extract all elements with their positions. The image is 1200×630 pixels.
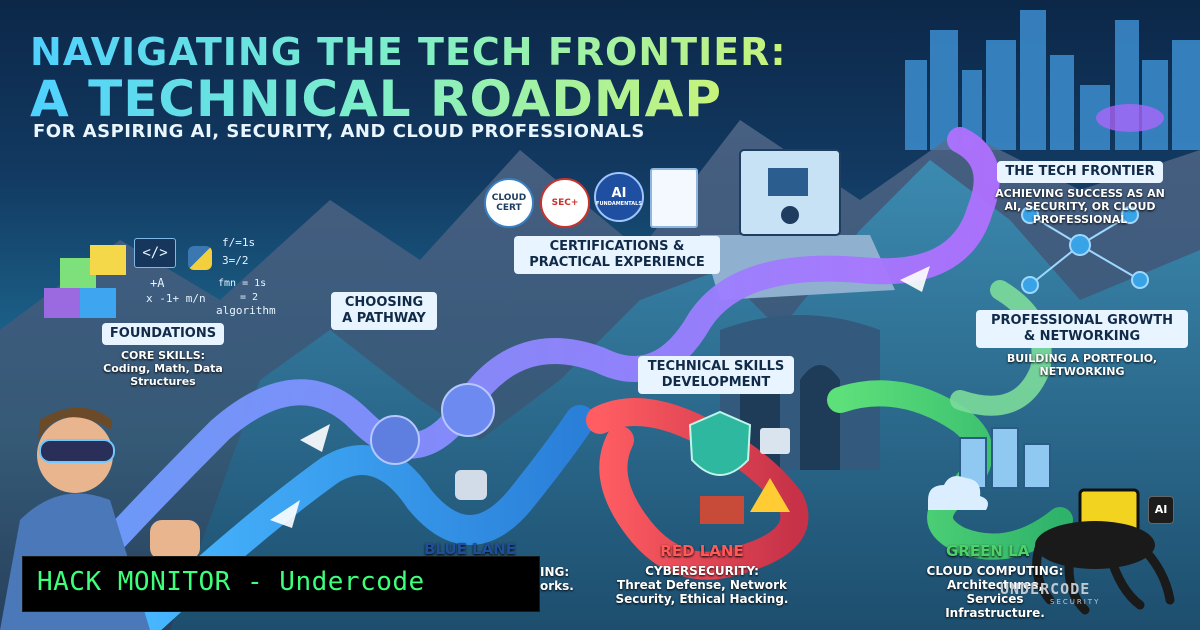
ai-chip-icon: AI [1148,496,1174,524]
technical-skills-title: TECHNICAL SKILLS DEVELOPMENT [638,356,794,394]
tech-frontier-card: THE TECH FRONTIER ACHIEVING SUCCESS AS A… [980,160,1180,226]
green-lane-text-1: CLOUD COMPUTING: [926,564,1064,578]
firewall-icon [700,496,744,524]
red-lane-label: RED LANE CYBERSECURITY: Threat Defense, … [612,542,792,606]
title-line-1: NAVIGATING THE TECH FRONTIER: [30,30,787,74]
ai-badge-sub: FUNDAMENTALS [596,201,642,207]
red-lane-text-2: Threat Defense, Network [617,578,787,592]
professional-growth-card: PROFESSIONAL GROWTH & NETWORKING BUILDIN… [976,310,1188,378]
network-icon [1021,206,1149,294]
formula-1: f/=1s [222,236,256,249]
ai-fundamentals-badge: AI FUNDAMENTALS [594,172,644,222]
dome-building [1096,104,1164,132]
blue-lane-text-1: ING: [540,565,570,579]
cubes-icon [44,245,126,318]
server-icon [959,427,1051,489]
brain-icon [370,415,420,465]
cloud-cert-badge: CLOUD CERT [484,178,534,228]
equation-2: = 2 [240,292,259,303]
banner-text: HACK MONITOR - Undercode [37,567,425,597]
professional-growth-title: PROFESSIONAL GROWTH & NETWORKING [976,310,1188,348]
green-lane-label: GREEN LA CLOUD COMPUTING: Architectures,… [920,542,1070,620]
certificate-icon [650,168,698,228]
algorithm-label: algorithm [216,304,276,317]
blue-lane-text-2: orks. [540,579,574,593]
city-skyline [905,10,1200,150]
undercode-logo-text: UNDERCODE [1000,580,1091,598]
professional-growth-text: BUILDING A PORTFOLIO, NETWORKING [1006,352,1158,378]
red-lane-path [586,398,809,580]
hack-monitor-banner: HACK MONITOR - Undercode [22,556,540,612]
certifications-title: CERTIFICATIONS & PRACTICAL EXPERIENCE [514,236,720,274]
blue-lane-name: BLUE LANE [423,540,517,558]
shield-icon [688,410,752,476]
red-lane-text-3: Security, Ethical Hacking. [615,592,789,606]
monitor-icon [768,168,808,196]
robot-icon [455,470,487,500]
blue-lane-text: ING: orks. [540,565,580,593]
person-icon [781,206,799,224]
green-lane-text-2: Architectures, Services [947,578,1043,606]
foundations-title: FOUNDATIONS [101,323,225,345]
math-2: x -1+ m/n [146,292,206,305]
subtitle: FOR ASPIRING AI, SECURITY, AND CLOUD PRO… [33,121,645,142]
pathway-card: CHOOSING A PATHWAY [330,292,438,330]
blue-lane-path [135,405,595,630]
warning-icon [750,478,790,512]
head-icon [441,383,495,437]
math-1: +A [150,276,165,290]
code-tag-icon: </> [134,238,176,268]
green-lane-name: GREEN LA [946,542,1030,560]
sec-plus-badge: SEC+ [540,178,590,228]
technical-skills-card: TECHNICAL SKILLS DEVELOPMENT [636,356,796,394]
tech-frontier-text: ACHIEVING SUCCESS AS AN AI, SECURITY, OR… [995,187,1165,226]
octopus-mascot [1032,488,1175,615]
cloud-icon [928,476,988,510]
formula-2: 3=/2 [222,254,249,267]
undercode-logo-sub: SECURITY [1050,598,1101,606]
lock-icon [760,428,790,454]
red-lane-name: RED LANE [660,542,744,560]
ai-badge-label: AI [611,186,627,201]
main-path [27,127,1000,630]
certifications-card: CERTIFICATIONS & PRACTICAL EXPERIENCE [512,236,722,274]
pathway-title: CHOOSING A PATHWAY [331,292,437,330]
title-line-2: A TECHNICAL ROADMAP [30,70,722,128]
blue-lane-label: BLUE LANE [410,540,530,558]
red-lane-text-1: CYBERSECURITY: [645,564,759,578]
tech-frontier-title: THE TECH FRONTIER [997,161,1163,183]
foundations-text: CORE SKILLS: Coding, Math, Data Structur… [103,349,223,388]
python-icon [188,246,212,270]
green-lane-text-3: Infrastructure. [945,606,1045,620]
foundations-card: FOUNDATIONS CORE SKILLS: Coding, Math, D… [78,322,248,388]
equation-1: fmn = 1s [218,278,267,289]
